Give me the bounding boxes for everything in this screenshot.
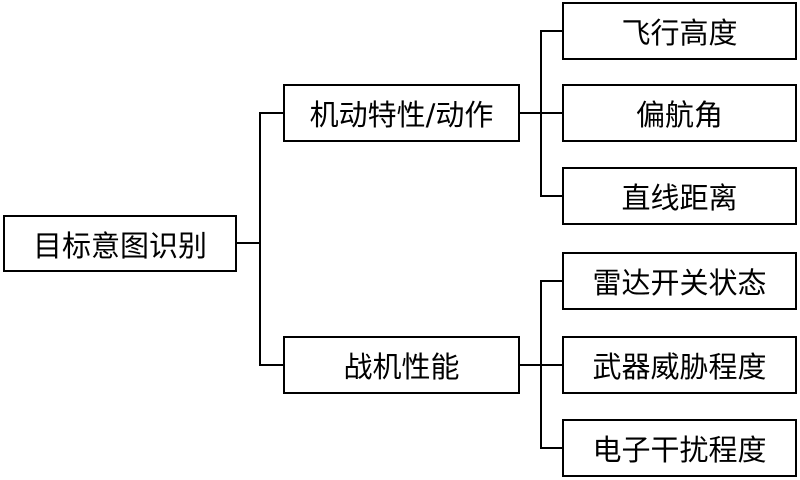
leaf-node-label: 直线距离 [621,181,738,215]
leaf-node: 武器威胁程度 [562,336,797,394]
leaf-node: 雷达开关状态 [562,252,797,310]
connector-root-spine [259,112,284,366]
branch-node-maneuver: 机动特性/动作 [283,84,520,142]
leaf-node: 直线距离 [562,167,797,225]
branch-node-performance: 战机性能 [283,336,520,394]
branch-node-label: 战机性能 [343,350,460,384]
leaf-node: 飞行高度 [562,2,797,60]
leaf-node: 电子干扰程度 [562,419,797,477]
leaf-node-label: 飞行高度 [621,16,738,50]
leaf-node-label: 武器威胁程度 [592,350,767,384]
root-node: 目标意图识别 [3,215,237,272]
leaf-node-label: 雷达开关状态 [592,266,767,300]
root-node-label: 目标意图识别 [32,228,207,263]
branch-node-label: 机动特性/动作 [309,98,494,132]
leaf-node: 偏航角 [562,84,797,142]
leaf-node-label: 偏航角 [635,98,723,132]
leaf-node-label: 电子干扰程度 [592,433,767,467]
